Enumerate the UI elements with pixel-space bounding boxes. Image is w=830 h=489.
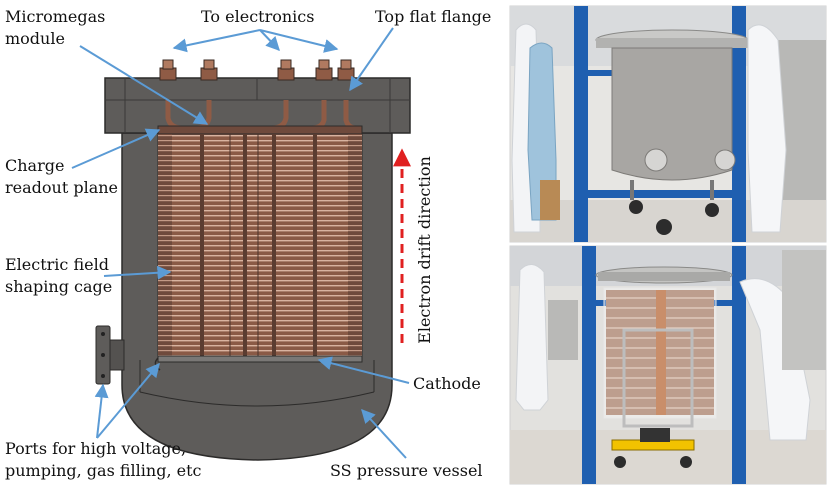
ports-label-line2: pumping, gas filling, etc bbox=[5, 461, 202, 480]
top-flat-flange bbox=[104, 77, 411, 134]
to-electronics-label: To electronics bbox=[201, 7, 314, 26]
micromegas-label-line1: Micromegas bbox=[5, 7, 105, 26]
charge-readout-plane bbox=[157, 125, 363, 135]
assembled-vessel-photo bbox=[509, 5, 827, 243]
ports-label-line1: Ports for high voltage, bbox=[5, 439, 186, 458]
cathode bbox=[157, 355, 363, 363]
field-cage-label-line1: Electric field bbox=[5, 255, 109, 274]
charge-plane-label-line2: readout plane bbox=[5, 178, 118, 197]
field-cage-label-line2: shaping cage bbox=[5, 277, 112, 296]
side-port bbox=[95, 325, 125, 385]
cathode-label: Cathode bbox=[413, 374, 481, 393]
vessel-bottom-seam bbox=[139, 391, 375, 407]
callout-arrows bbox=[71, 27, 410, 459]
drift-direction-label: Electron drift direction bbox=[415, 156, 434, 344]
field-cage-installation-photo bbox=[509, 245, 827, 485]
micromegas-label-line2: module bbox=[5, 29, 65, 48]
vessel-diagram: Electron drift direction Micromegas modu… bbox=[5, 7, 491, 480]
top-flange-label: Top flat flange bbox=[375, 7, 491, 26]
charge-plane-label-line1: Charge bbox=[5, 156, 64, 175]
field-shaping-cage bbox=[157, 133, 363, 359]
vessel-label: SS pressure vessel bbox=[330, 461, 483, 480]
feedthrough-connectors bbox=[159, 59, 355, 81]
